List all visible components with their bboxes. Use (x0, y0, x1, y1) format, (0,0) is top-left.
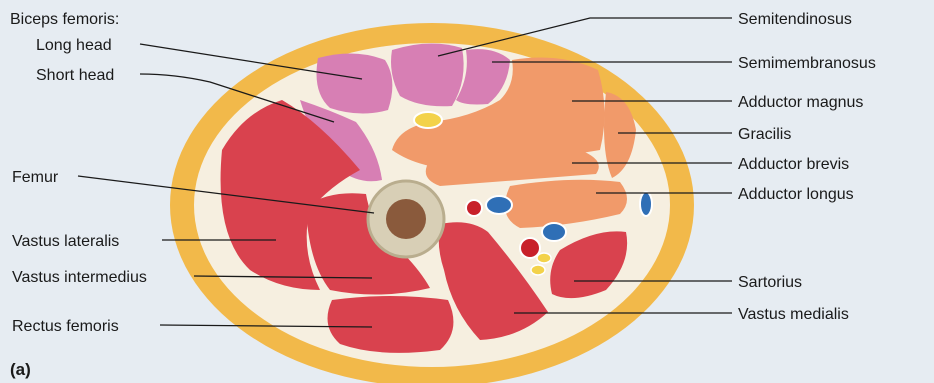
label-short-head: Short head (36, 67, 114, 84)
vein-posterior (486, 196, 512, 214)
great-saphenous-vein (640, 192, 652, 216)
label-femur: Femur (12, 169, 59, 186)
label-vastus-intermedius: Vastus intermedius (12, 269, 147, 286)
label-long-head: Long head (36, 37, 112, 54)
sciatic-nerve (414, 112, 442, 128)
label-adductor-longus: Adductor longus (738, 186, 854, 203)
femur-marrow (386, 199, 426, 239)
label-gracilis: Gracilis (738, 126, 791, 143)
label-semimembranosus: Semimembranosus (738, 55, 876, 72)
label-rectus-femoris: Rectus femoris (12, 318, 119, 335)
femoral-artery (520, 238, 540, 258)
label-adductor-brevis: Adductor brevis (738, 156, 849, 173)
label-vastus-lateralis: Vastus lateralis (12, 233, 119, 250)
femoral-nerve-a (537, 253, 551, 263)
biceps-femoris-long-head (317, 53, 393, 113)
label-vastus-medialis: Vastus medialis (738, 306, 849, 323)
rectus-femoris-muscle (328, 296, 454, 353)
label-biceps-femoris-header: Biceps femoris: (10, 11, 119, 28)
femoral-vein (542, 223, 566, 241)
femoral-nerve-b (531, 265, 545, 275)
label-adductor-magnus: Adductor magnus (738, 94, 863, 111)
panel-label: (a) (10, 360, 31, 379)
artery-posterior (466, 200, 482, 216)
label-semitendinosus: Semitendinosus (738, 11, 852, 28)
label-sartorius: Sartorius (738, 274, 802, 291)
